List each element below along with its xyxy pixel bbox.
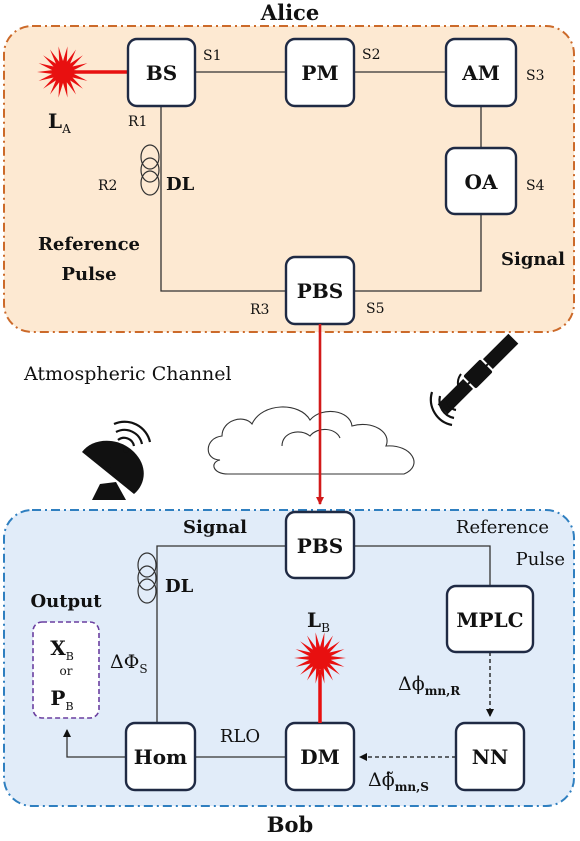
bob-mplc-label: MPLC [456,608,523,632]
laser-icon [37,46,89,98]
alice-reference-label-line2: Pulse [61,264,116,285]
satellite-signal-icon [429,391,457,427]
port-s3: S3 [526,68,545,84]
port-r2: R2 [98,178,117,194]
bob-wires [63,545,491,758]
alice-am-box [444,37,518,108]
bob-hom-label: Hom [134,745,187,769]
alice-am-label: AM [461,61,500,85]
bob-signal-label: Signal [183,517,247,538]
alice-oa-box [444,146,518,216]
bob-reference-label-line1: Reference [456,517,549,538]
output-box [32,621,100,719]
bob-pbs-box [284,510,356,580]
delay-line-coil-icon [140,144,160,196]
channel-label: Atmospheric Channel [23,363,232,385]
alice-signal-label: Signal [501,249,565,270]
alice-laser-label: LA [48,109,71,136]
port-s2: S2 [362,47,381,63]
alice-oa-label: OA [465,170,498,194]
bob-dl-label: DL [165,576,194,597]
laser-core [53,62,73,82]
output-x: XB [50,636,74,663]
output-or: or [60,664,73,678]
port-r3: R3 [250,302,269,318]
bob-nn-box [454,721,526,792]
bob-laser-icon [294,632,346,684]
dish-antenna-icon [82,440,144,500]
delta-phi-tilde-label: Δϕ̃mn,S [368,769,429,794]
rlo-label: RLO [220,726,260,747]
alice-pm-label: PM [301,61,338,85]
delta-phi-r-label: Δϕmn,R [398,673,461,698]
alice-wires [160,71,482,292]
bob-delay-line-coil-icon [137,552,157,604]
dish-signal-icon [113,420,152,447]
port-s5: S5 [366,301,385,317]
port-r1: R1 [128,114,147,130]
alice-pbs-label: PBS [297,279,343,303]
satellite-icon [437,333,519,415]
alice-reference-label-line1: Reference [38,234,140,255]
port-s1: S1 [203,48,222,64]
bob-nn-label: NN [472,745,509,769]
output-p: PB [50,686,73,713]
output-label: Output [30,591,102,612]
bob-reference-label-line2: Pulse [516,549,565,570]
bob-title: Bob [267,812,313,836]
bob-pbs-label: PBS [297,534,343,558]
alice-title: Alice [260,0,319,25]
laser-core [310,648,330,668]
delta-phi-s-label: ΔΦS [110,651,148,676]
bob-hom-box [124,721,197,792]
alice-pm-box [284,37,356,108]
alice-bs-label: BS [146,61,177,85]
cloud-icon [207,406,415,475]
bob-mplc-box [445,584,535,654]
bob-laser-label: LB [307,608,330,635]
alice-dl-label: DL [166,174,195,195]
bob-dm-label: DM [300,745,339,769]
alice-bs-box [126,37,197,108]
port-s4: S4 [526,178,545,194]
